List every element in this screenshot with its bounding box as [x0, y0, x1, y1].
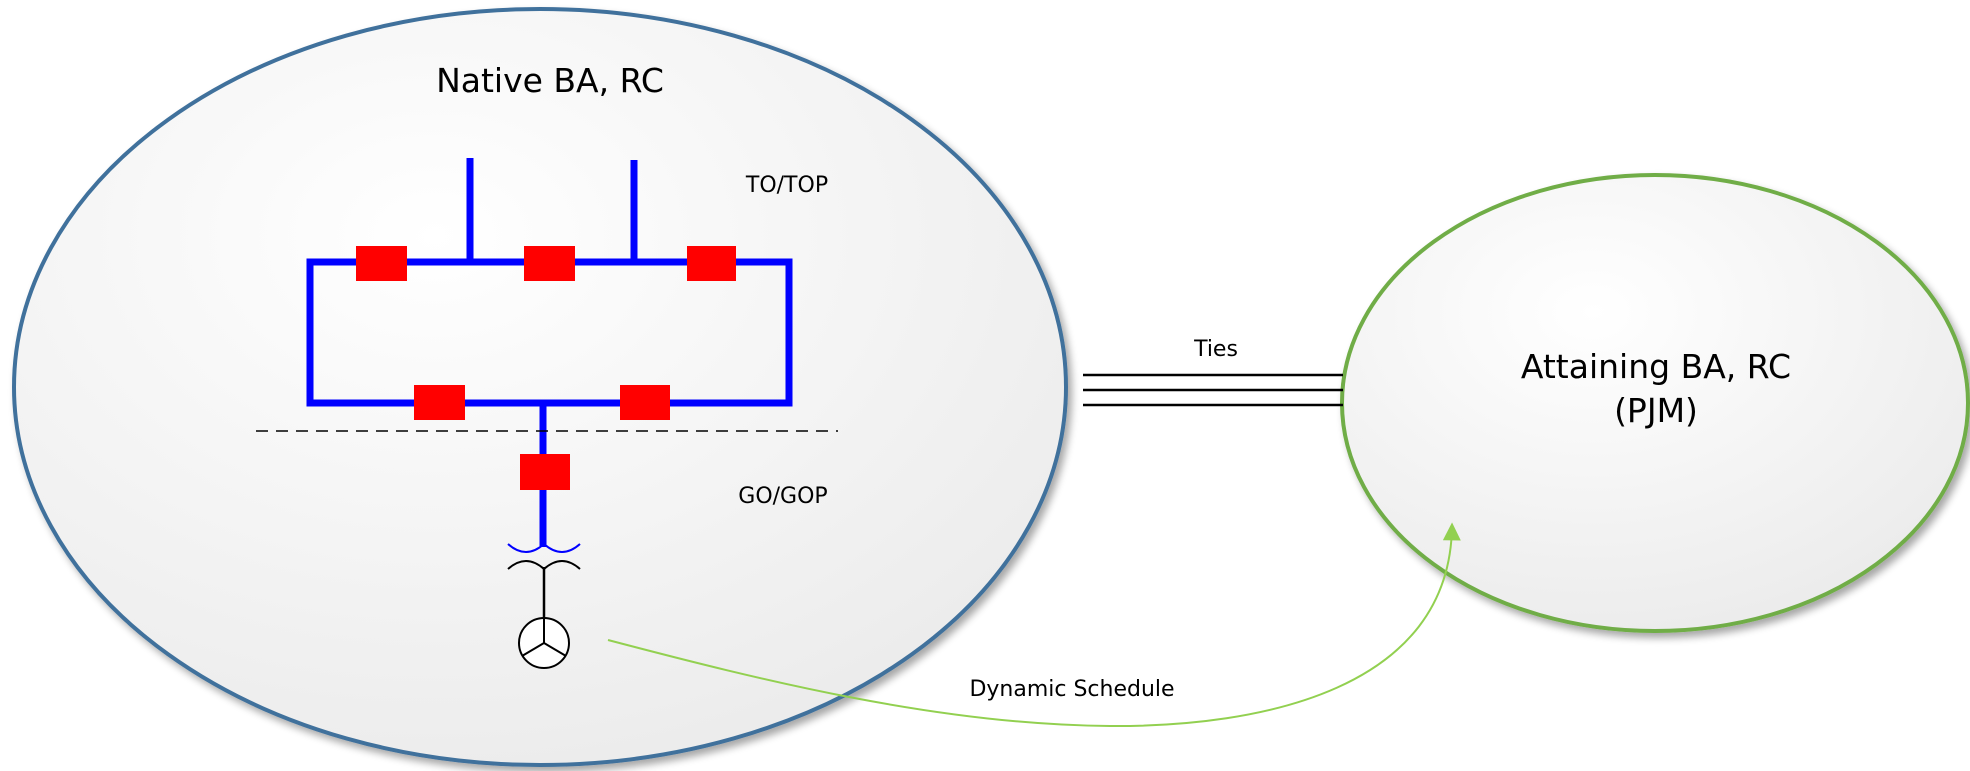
- breaker-icon: [414, 385, 465, 420]
- breaker-icon: [687, 246, 736, 281]
- transformer-icon: [507, 542, 581, 618]
- attaining-ba-boundary: [1340, 173, 1970, 633]
- dynamic-schedule-arrow: [607, 522, 1461, 728]
- go-gop-label: GO/GOP: [738, 484, 827, 509]
- dynamic-schedule-label: Dynamic Schedule: [969, 677, 1174, 702]
- breaker-icon: [524, 246, 575, 281]
- generator-icon: [518, 617, 570, 669]
- native-ba-boundary: [12, 7, 1068, 767]
- attaining-ba-title: Attaining BA, RC: [1521, 347, 1791, 386]
- breaker-icon: [520, 454, 570, 490]
- breakers: [356, 246, 736, 490]
- breaker-icon: [356, 246, 407, 281]
- native-ba-title: Native BA, RC: [436, 61, 664, 100]
- ties-label: Ties: [1193, 337, 1238, 362]
- breaker-icon: [620, 385, 670, 420]
- to-top-label: TO/TOP: [745, 173, 828, 198]
- tie-lines: [1083, 373, 1343, 407]
- attaining-ba-subtitle: (PJM): [1614, 391, 1698, 430]
